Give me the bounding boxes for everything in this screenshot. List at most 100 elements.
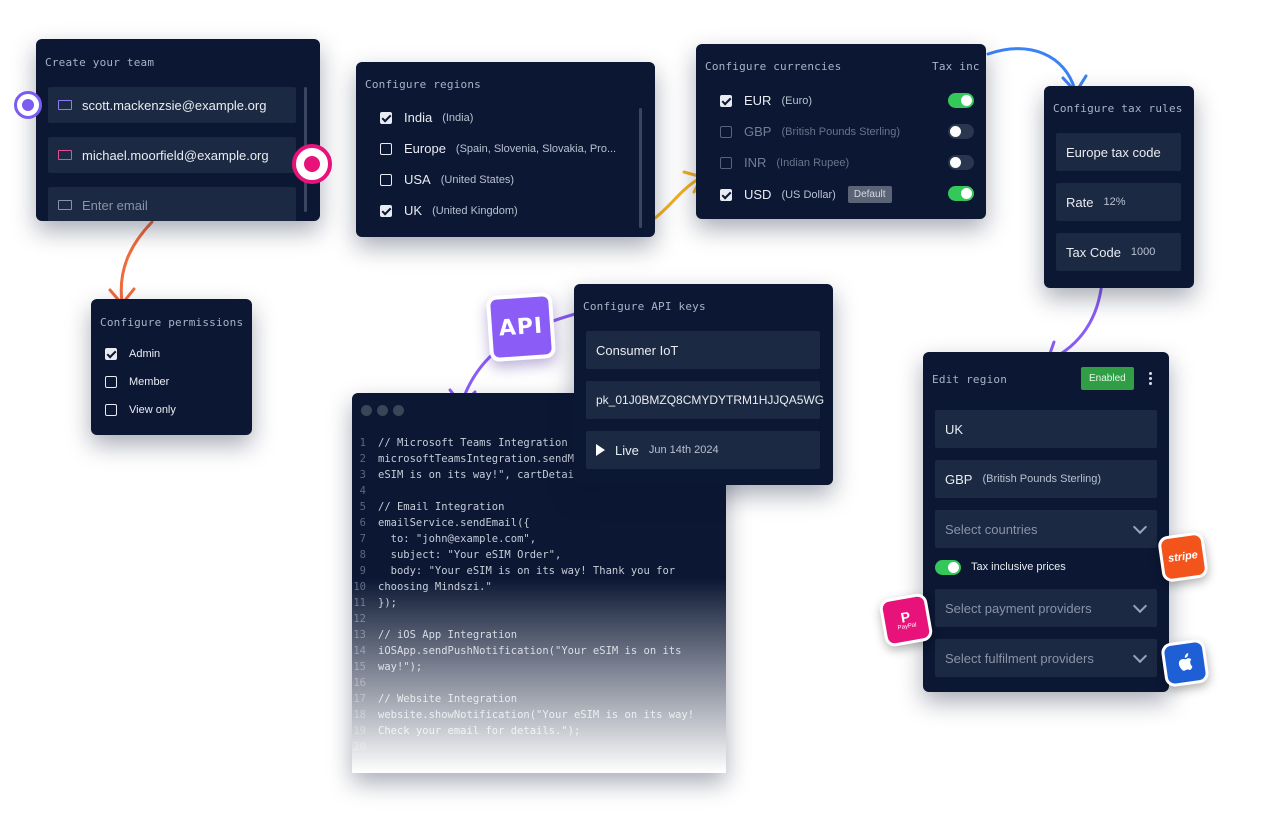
code-line: 4 [352,483,726,499]
window-controls [361,405,404,416]
mail-icon [58,100,72,110]
currency-inr-tax-toggle[interactable] [948,155,974,170]
arrow-regions-currencies [653,176,702,220]
user-icon [22,99,34,111]
line-number: 5 [359,501,366,513]
currency-gbp[interactable]: GBP (British Pounds Sterling) [720,124,900,139]
team-email-placeholder: Enter email [82,197,148,213]
arrow-team-permissions [119,220,154,304]
code-line: 7 to: "john@example.com", [352,531,726,547]
checkbox-unchecked-icon[interactable] [720,156,732,169]
checkbox-unchecked-icon[interactable] [720,125,732,138]
arrow-currencies-tax [986,47,1077,92]
window-dot-icon[interactable] [393,405,404,416]
team-card-title: Create your team [45,56,155,69]
team-email-input[interactable]: Enter email [48,187,296,221]
region-india[interactable]: India (India) [380,110,473,125]
code-line: 8 subject: "Your eSIM Order", [352,547,726,563]
line-number: 6 [359,517,366,529]
api-key-field[interactable]: pk_01J0BMZQ8CMYDYTRM1HJJQA5WG [586,381,824,419]
permission-admin[interactable]: Admin [105,348,160,360]
regions-card-title: Configure regions [365,78,481,91]
line-number: 4 [359,485,366,497]
code-fade [352,578,726,773]
tax-card: Configure tax rules Europe tax code Rate… [1044,86,1194,288]
api-badge-icon: API [485,291,557,363]
edit-region-title: Edit region [932,373,1008,386]
api-card: Configure API keys Consumer IoT pk_01J0B… [574,284,833,485]
apple-logo [1160,638,1210,688]
currencies-card-title: Configure currencies [705,60,842,73]
code-text: // Microsoft Teams Integration [378,437,568,449]
code-text: body: "Your eSIM is on its way! Thank yo… [378,565,676,577]
user-icon [304,156,320,172]
currency-usd[interactable]: USD (US Dollar) Default [720,186,892,203]
code-text: // Email Integration [378,501,505,513]
edit-region-name-field[interactable]: UK [935,410,1157,448]
tax-rate-field[interactable]: Rate 12% [1056,183,1181,221]
paypal-logo: P PayPal [878,592,934,648]
more-options-icon[interactable] [1149,372,1152,385]
code-text: to: "john@example.com", [378,533,537,545]
tax-code-field[interactable]: Europe tax code [1056,133,1181,171]
line-number: 9 [359,565,366,577]
currency-eur-tax-toggle[interactable] [948,93,974,108]
api-status-field[interactable]: Live Jun 14th 2024 [586,431,820,469]
currency-inr[interactable]: INR (Indian Rupee) [720,155,849,170]
checkbox-checked-icon[interactable] [105,348,117,360]
api-card-title: Configure API keys [583,300,706,313]
avatar-purple [14,91,42,119]
edit-region-currency-field[interactable]: GBP (British Pounds Sterling) [935,460,1157,498]
permission-view-only[interactable]: View only [105,404,176,416]
currencies-card: Configure currencies Tax inc EUR (Euro) … [696,44,986,219]
code-line: 1 // Microsoft Teams Integration [352,435,726,451]
window-dot-icon[interactable] [361,405,372,416]
countries-select[interactable]: Select countries [935,510,1157,548]
checkbox-checked-icon[interactable] [720,188,732,201]
region-europe[interactable]: Europe (Spain, Slovenia, Slovakia, Pro..… [380,141,616,156]
line-number: 7 [359,533,366,545]
tax-taxcode-field[interactable]: Tax Code 1000 [1056,233,1181,271]
payment-providers-select[interactable]: Select payment providers [935,589,1157,627]
chevron-down-icon [1132,598,1148,614]
regions-card: Configure regions India (India) Europe (… [356,62,655,237]
line-number: 3 [359,469,366,481]
avatar-pink [292,144,332,184]
default-badge: Default [847,186,892,203]
checkbox-checked-icon[interactable] [380,204,392,217]
checkbox-checked-icon[interactable] [720,94,732,107]
play-icon[interactable] [596,444,605,456]
region-uk[interactable]: UK (United Kingdom) [380,203,518,218]
tax-inclusive-toggle[interactable] [935,560,961,575]
tax-card-title: Configure tax rules [1053,102,1183,115]
checkbox-unchecked-icon[interactable] [105,404,117,416]
currency-eur[interactable]: EUR (Euro) [720,93,812,108]
mail-icon [58,150,72,160]
team-email-field-2[interactable]: michael.moorfield@example.org [48,137,296,173]
region-usa[interactable]: USA (United States) [380,172,514,187]
api-name-field[interactable]: Consumer IoT [586,331,820,369]
apple-icon [1178,652,1193,671]
permissions-card-title: Configure permissions [100,316,244,329]
team-email-field-1[interactable]: scott.mackenzsie@example.org [48,87,296,123]
line-number: 8 [359,549,366,561]
checkbox-unchecked-icon[interactable] [380,142,392,155]
checkbox-checked-icon[interactable] [380,111,392,124]
checkbox-unchecked-icon[interactable] [105,376,117,388]
currency-usd-tax-toggle[interactable] [948,186,974,201]
arrow-tax-edit [1048,280,1104,362]
checkbox-unchecked-icon[interactable] [380,173,392,186]
regions-scrollbar[interactable] [639,108,642,228]
currency-gbp-tax-toggle[interactable] [948,124,974,139]
chevron-down-icon [1132,648,1148,664]
window-dot-icon[interactable] [377,405,388,416]
permission-member[interactable]: Member [105,376,169,388]
enabled-badge: Enabled [1081,367,1134,390]
fulfilment-providers-select[interactable]: Select fulfilment providers [935,639,1157,677]
line-number: 1 [359,437,366,449]
chevron-down-icon [1132,519,1148,535]
permissions-card: Configure permissions Admin Member View … [91,299,252,435]
tax-inclusive-label: Tax inclusive prices [971,561,1066,573]
team-email-2: michael.moorfield@example.org [82,147,269,163]
